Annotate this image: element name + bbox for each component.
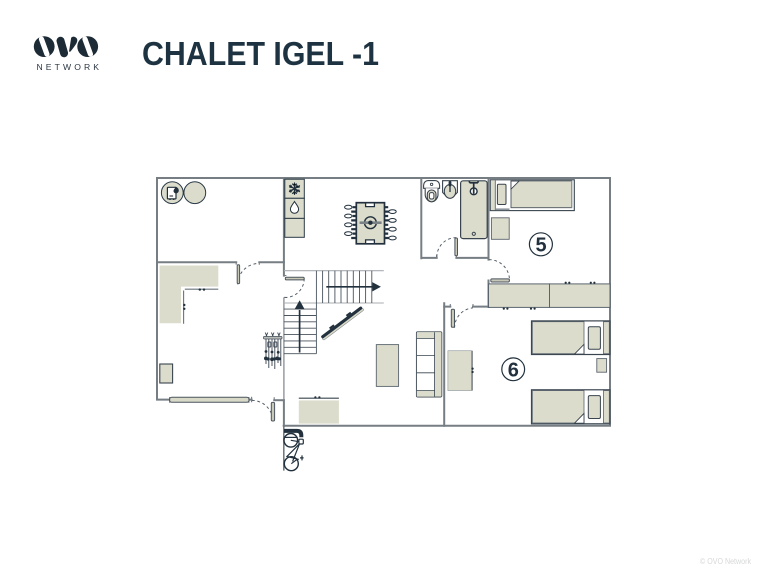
svg-text:NETWORK: NETWORK (37, 62, 103, 72)
svg-text:6: 6 (508, 360, 519, 382)
svg-text:5: 5 (535, 235, 546, 257)
svg-text:© OVO Network: © OVO Network (700, 557, 751, 566)
svg-text:CHALET IGEL -1: CHALET IGEL -1 (142, 36, 379, 73)
